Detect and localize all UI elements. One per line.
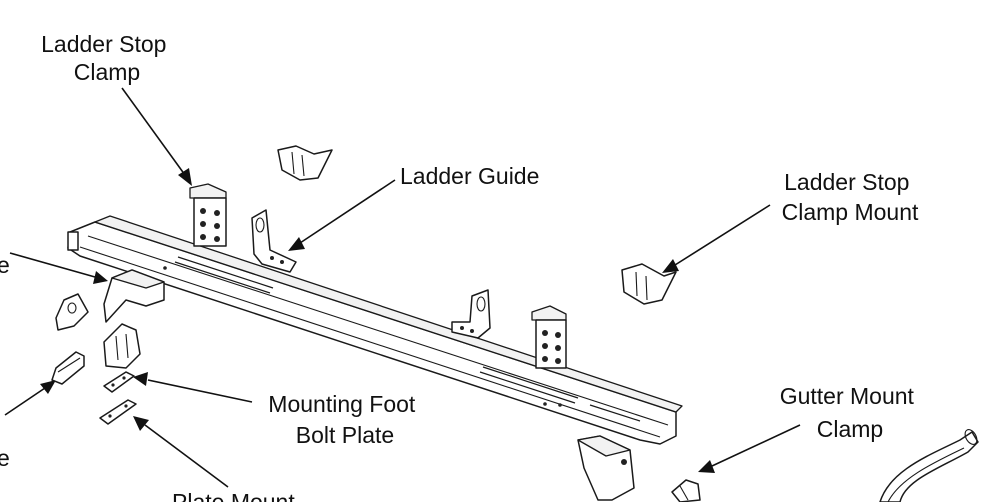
ladder-guide-part	[251, 209, 297, 273]
label-ladder-stop-clamp-mount-line1: Ladder Stop	[784, 169, 909, 195]
label-ladder-stop-clamp: Ladder Stop Clamp	[41, 31, 173, 85]
label-ladder-guide: Ladder Guide	[400, 163, 539, 189]
label-ladder-stop-clamp-line2: Clamp	[74, 59, 140, 85]
label-gutter-mount-clamp: Gutter Mount Clamp	[780, 383, 921, 442]
label-mounting-foot-bolt-plate-line1: Mounting Foot	[268, 391, 416, 417]
label-ladder-stop-clamp-line1: Ladder Stop	[41, 31, 166, 57]
label-gutter-mount-clamp-line2: Clamp	[817, 416, 883, 442]
label-gutter-mount-clamp-line1: Gutter Mount	[780, 383, 915, 409]
right-clamp-plate-part	[531, 305, 567, 369]
label-ladder-stop-clamp-mount: Ladder Stop Clamp Mount	[782, 169, 919, 225]
leader-left-partial-top	[9, 252, 108, 284]
ladder-tube-part	[879, 429, 979, 502]
label-mounting-foot-bolt-plate-line2: Bolt Plate	[296, 422, 394, 448]
label-ladder-guide-line1: Ladder Guide	[400, 163, 539, 189]
label-left-partial-top-line1: e	[0, 252, 10, 278]
left-plate-piece-part	[51, 351, 85, 385]
label-ladder-stop-clamp-mount-line2: Clamp Mount	[782, 199, 919, 225]
center-l-bracket-part	[451, 289, 491, 339]
leader-left-partial-bottom	[4, 380, 56, 416]
leader-ladder-guide	[288, 179, 396, 251]
leader-ladder-stop-clamp-mount	[662, 204, 771, 273]
label-mounting-foot-bolt-plate: Mounting Foot Bolt Plate	[268, 391, 421, 448]
ladder-guide-top-part	[277, 145, 333, 181]
label-left-partial-bottom-line1: e	[0, 445, 10, 471]
gutter-mount-clamp-part	[671, 479, 701, 502]
ladder-stop-clamp-mount-part	[621, 263, 677, 305]
label-left-partial-top: e	[0, 252, 10, 278]
left-mounting-foot-part	[103, 269, 165, 323]
leader-ladder-stop-clamp	[121, 87, 192, 186]
label-left-partial-bottom: e	[0, 445, 10, 471]
leader-plate-mount	[133, 416, 229, 488]
left-small-bracket-part	[55, 293, 89, 331]
mounting-foot-bolt-plate-part	[103, 371, 135, 393]
ladder-stop-clamp-part	[189, 183, 227, 247]
label-plate-mount-line1: Plate Mount	[172, 489, 295, 502]
mounting-foot-part	[103, 323, 141, 369]
leader-gutter-mount-clamp	[698, 424, 801, 473]
right-end-mounting-foot-part	[577, 435, 635, 501]
leader-mounting-foot-bolt-plate	[133, 372, 253, 403]
label-plate-mount: Plate Mount	[172, 489, 295, 502]
plate-mount-part	[99, 399, 137, 425]
